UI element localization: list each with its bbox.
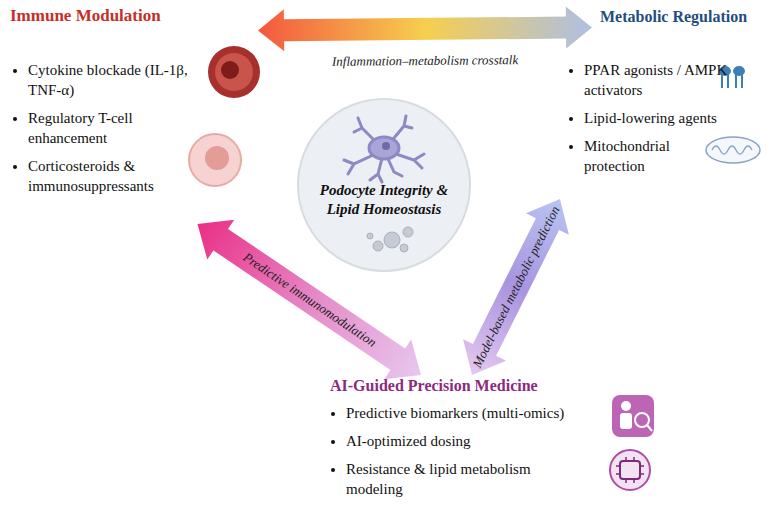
lymphocyte-icon (189, 134, 241, 186)
person-analysis-icon (612, 395, 654, 437)
bullet-list: PPAR agonists / AMPK activatorsLipid-low… (566, 60, 734, 184)
metabolic-group: Metabolic RegulationPPAR agonists / AMPK… (560, 4, 765, 199)
bullet-item: Cytokine blockade (IL-1β, TNF-α) (28, 60, 193, 100)
bullet-item: AI-optimized dosing (346, 431, 576, 451)
group-heading: Immune Modulation (10, 6, 161, 26)
bullet-item: Resistance & lipid metabolism modeling (346, 459, 576, 499)
immune-cell-icon (208, 46, 260, 98)
bullet-item: Lipid-lowering agents (584, 108, 734, 128)
group-heading: Metabolic Regulation (600, 8, 747, 26)
bullet-item: Corticosteroids & immunosuppressants (28, 156, 193, 196)
center-circle-shape (298, 99, 470, 271)
immune-group: Immune ModulationCytokine blockade (IL-1… (6, 4, 258, 224)
arrow-label: Inflammation–metabolism crosstalk (332, 52, 518, 70)
bullet-item: PPAR agonists / AMPK activators (584, 60, 734, 100)
bullet-list: Predictive biomarkers (multi-omics) AI-op… (328, 403, 576, 507)
ai-chip-icon (610, 450, 650, 490)
lipid-droplets-icon (367, 227, 413, 252)
double-arrow (258, 7, 592, 52)
bullet-item: Mitochondrial protection (584, 136, 734, 176)
arrow-label: Model-based metabolic prediction (469, 204, 563, 371)
ai-group: AI-Guided Precision MedicinePredictive b… (322, 375, 622, 521)
podocyte-icon (344, 116, 424, 182)
center-circle: Podocyte Integrity & Lipid Homeostasis (298, 99, 470, 271)
double-arrow (463, 199, 569, 375)
arrow-label: Predictive immunomodulation (240, 249, 379, 350)
bullet-item: Predictive biomarkers (multi-omics) (346, 403, 576, 423)
bullet-list: Cytokine blockade (IL-1β, TNF-α) Regulato… (10, 60, 193, 204)
group-heading: AI-Guided Precision Medicine (330, 377, 538, 395)
double-arrow (198, 220, 422, 379)
center-title: Podocyte Integrity & Lipid Homeostasis (312, 181, 456, 219)
bullet-item: Regulatory T-cell enhancement (28, 108, 193, 148)
mitochondrion-icon (706, 137, 760, 163)
